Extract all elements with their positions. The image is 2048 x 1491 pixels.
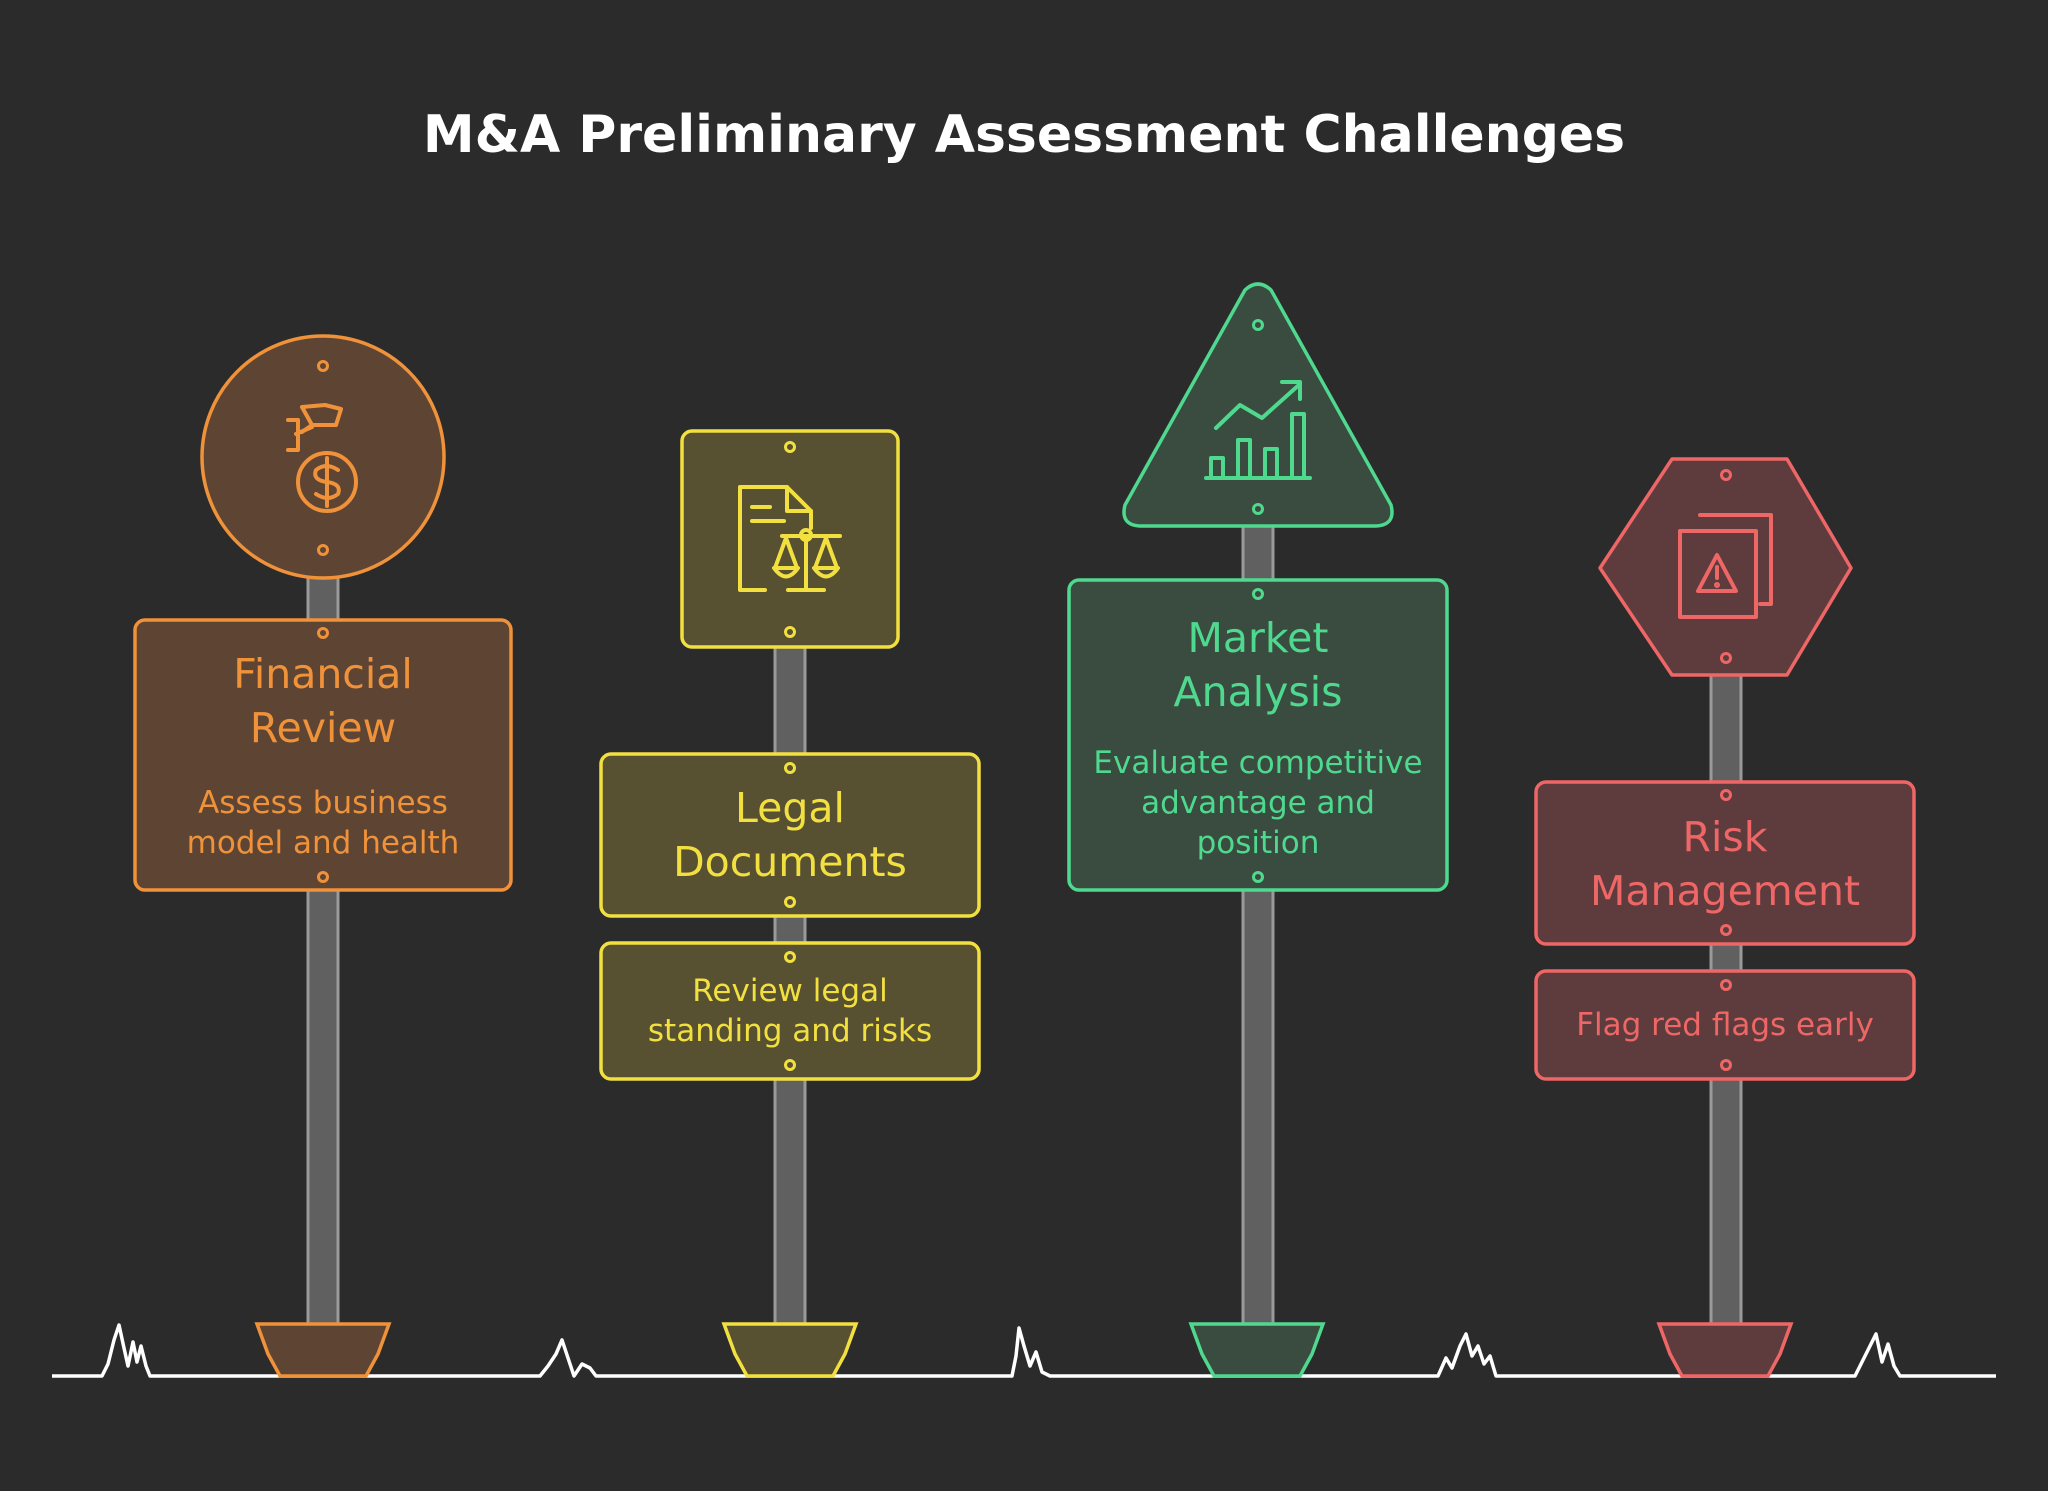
ground-line bbox=[52, 1323, 1996, 1378]
bolt-hole bbox=[1720, 924, 1732, 936]
money-bag-icon bbox=[286, 403, 358, 513]
bolt-hole bbox=[1720, 979, 1732, 991]
bolt-hole bbox=[784, 951, 796, 963]
bolt-hole bbox=[317, 360, 329, 372]
pole-base-legal bbox=[721, 1322, 859, 1378]
financial-title-board bbox=[133, 618, 513, 892]
risk-description: Flag red flags early bbox=[1576, 1007, 1874, 1043]
warning-document-icon bbox=[1678, 513, 1773, 619]
bolt-hole bbox=[784, 626, 796, 638]
bolt-hole bbox=[1252, 503, 1264, 515]
bolt-hole bbox=[1720, 789, 1732, 801]
risk-title-board bbox=[1534, 780, 1916, 946]
risk-description-board bbox=[1534, 969, 1916, 1081]
bolt-hole bbox=[784, 896, 796, 908]
bolt-hole bbox=[784, 762, 796, 774]
pole-base-market bbox=[1188, 1322, 1326, 1378]
growth-chart-icon bbox=[1204, 380, 1312, 480]
bolt-hole bbox=[784, 441, 796, 453]
financial-sign-circle bbox=[200, 334, 446, 580]
legal-document-scales-icon bbox=[738, 485, 842, 592]
pole-base-risk bbox=[1656, 1322, 1794, 1378]
bolt-hole bbox=[317, 627, 329, 639]
bolt-hole bbox=[317, 871, 329, 883]
bolt-hole bbox=[1720, 469, 1732, 481]
legal-title-board bbox=[599, 752, 981, 918]
legal-sign-square bbox=[680, 429, 900, 649]
pole-base-financial bbox=[254, 1322, 392, 1378]
bolt-hole bbox=[1720, 1059, 1732, 1071]
market-sign-triangle bbox=[1122, 282, 1394, 528]
bolt-hole bbox=[784, 1059, 796, 1071]
page-title: M&A Preliminary Assessment Challenges bbox=[422, 105, 1626, 165]
bolt-hole bbox=[1252, 588, 1264, 600]
bolt-hole bbox=[1252, 871, 1264, 883]
bolt-hole bbox=[317, 544, 329, 556]
bolt-hole bbox=[1252, 319, 1264, 331]
legal-description-board bbox=[599, 941, 981, 1081]
bolt-hole bbox=[1720, 652, 1732, 664]
market-board bbox=[1067, 578, 1449, 892]
